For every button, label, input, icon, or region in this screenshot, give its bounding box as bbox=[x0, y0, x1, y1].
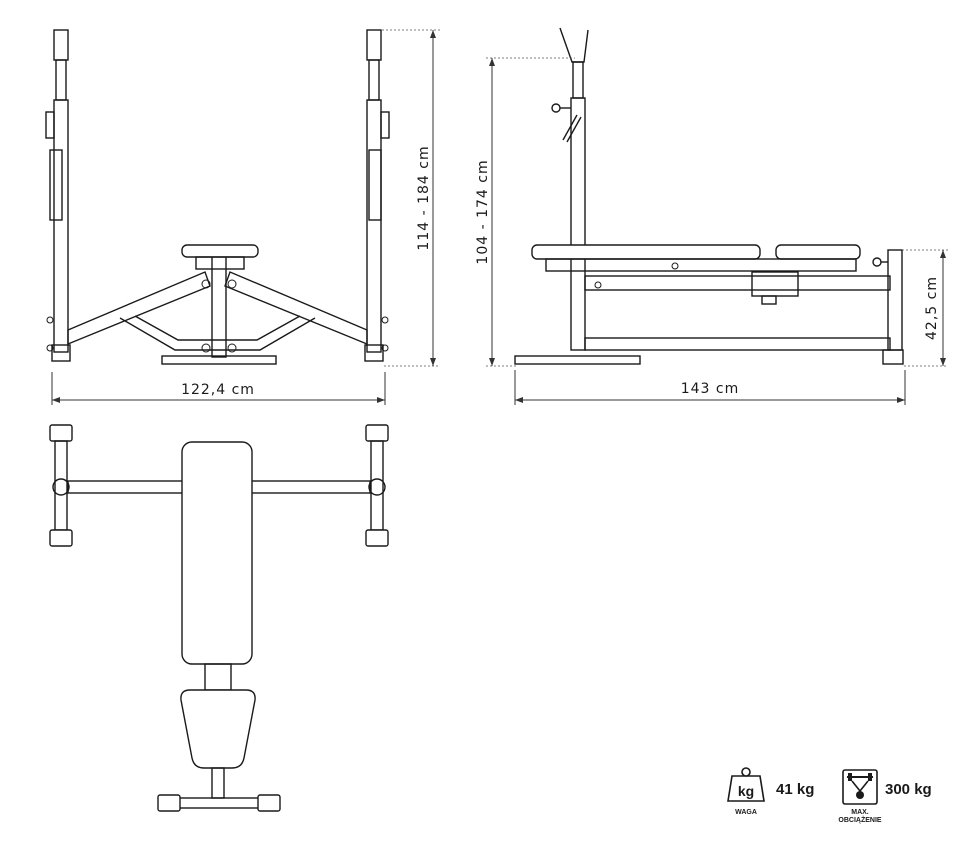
front-height-label: 114 - 184 cm bbox=[416, 145, 432, 250]
weight-spec: kg WAGA 41 kg bbox=[727, 767, 814, 816]
barbell-load-icon bbox=[842, 769, 878, 805]
max-load-value: 300 kg bbox=[885, 781, 932, 798]
front-height-dimension: 114 - 184 cm bbox=[382, 29, 440, 367]
max-load-label: MAX. bbox=[851, 809, 869, 816]
front-view bbox=[45, 29, 390, 365]
side-length-dimension: 143 cm bbox=[514, 370, 906, 405]
side-height-dimension: 104 - 174 cm bbox=[475, 57, 575, 367]
front-width-dimension: 122,4 cm bbox=[51, 372, 386, 405]
top-view bbox=[49, 424, 389, 812]
seat-height-dimension: 42,5 cm bbox=[902, 249, 948, 367]
front-width-label: 122,4 cm bbox=[181, 382, 255, 398]
seat-height-label: 42,5 cm bbox=[924, 276, 940, 340]
weight-icon: kg bbox=[727, 767, 765, 802]
weight-icon-text: kg bbox=[738, 783, 754, 799]
weight-label: WAGA bbox=[735, 809, 757, 816]
side-length-label: 143 cm bbox=[681, 381, 740, 397]
weight-value: 41 kg bbox=[776, 781, 814, 798]
side-view bbox=[514, 27, 904, 365]
side-height-label: 104 - 174 cm bbox=[475, 159, 491, 264]
max-load-spec: MAX. OBCIĄŻENIE 300 kg bbox=[838, 769, 932, 824]
max-load-sublabel: OBCIĄŻENIE bbox=[838, 816, 882, 824]
